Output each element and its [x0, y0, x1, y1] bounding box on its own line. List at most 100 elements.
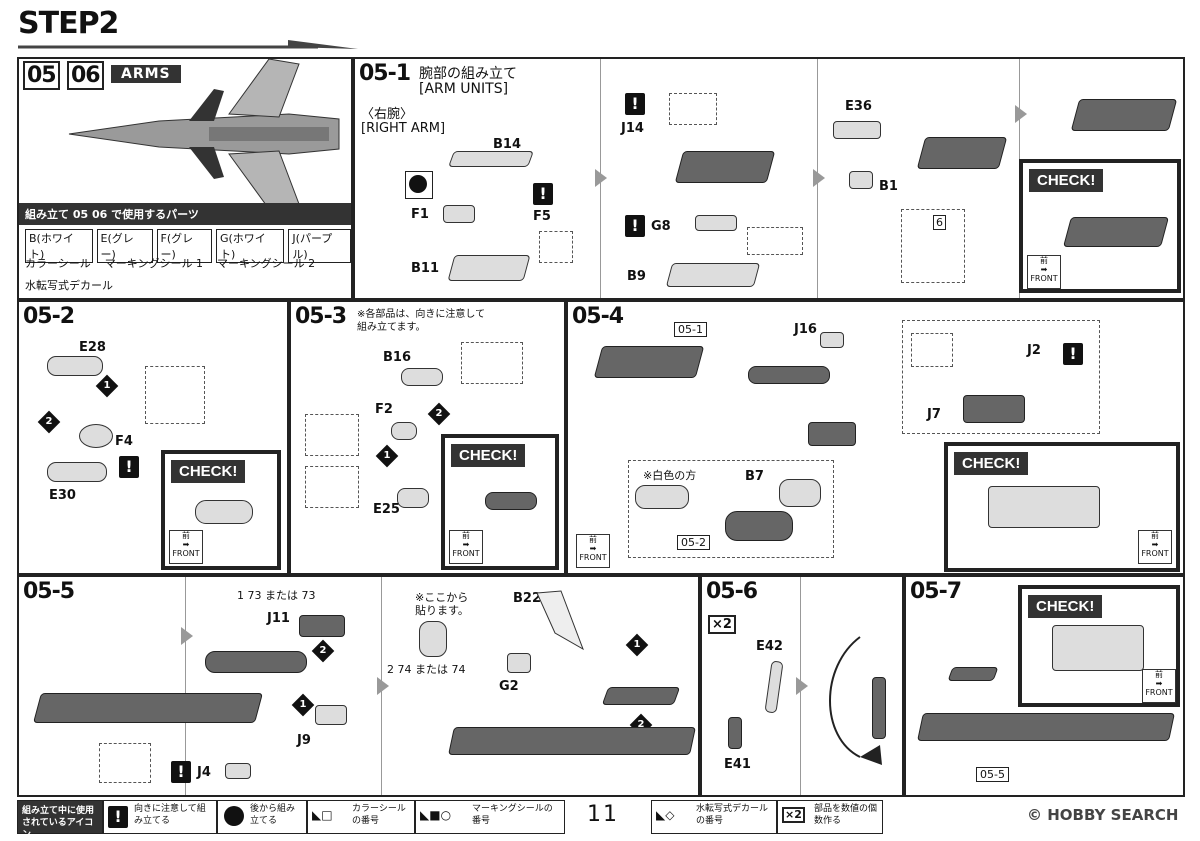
- part-label: E42: [756, 639, 783, 654]
- part-label: B16: [383, 350, 411, 365]
- part-f2: [391, 422, 417, 440]
- step-title-en: [ARM UNITS]: [419, 81, 509, 97]
- part-g8: [695, 215, 737, 231]
- part-tube: [419, 621, 447, 657]
- seal-note: 1 73 または 73: [237, 589, 316, 602]
- legend-text: 後から組み立てる: [250, 804, 296, 826]
- part-label: E36: [845, 99, 872, 114]
- panel-05-2: 05-2 E28 1 2 F4 ! E30 CHECK! 前➡FRONT: [17, 300, 289, 575]
- panel-05-1: 05-1 腕部の組み立て [ARM UNITS] 〈右腕〉 [RIGHT ARM…: [353, 57, 1185, 300]
- step-number: 05-5: [23, 579, 75, 604]
- front-indicator: 前➡FRONT: [1138, 530, 1172, 564]
- check-title: CHECK!: [451, 444, 526, 467]
- rotate-arrow: [829, 636, 882, 765]
- marking-seal-icon: ◣■○: [420, 808, 452, 822]
- step-number: 05-7: [910, 579, 962, 604]
- part-label: F5: [533, 209, 551, 224]
- check-box: CHECK! 前➡FRONT: [1019, 159, 1181, 293]
- panel-05-5: 05-5 1 73 または 73 J11 2 1 J9 ! J4 ※ここから 貼…: [17, 575, 700, 797]
- check-illustration: [1052, 625, 1144, 671]
- front-indicator: 前➡FRONT: [576, 534, 610, 568]
- step-order-1: 1: [291, 693, 315, 717]
- check-illustration: [485, 492, 537, 510]
- panel-05-3: 05-3 ※各部品は、向きに注意して 組み立てます。 B16 2 F2 1 E2…: [289, 300, 566, 575]
- check-title: CHECK!: [954, 452, 1029, 475]
- front-en: FRONT: [172, 549, 200, 558]
- front-en: FRONT: [1141, 549, 1169, 558]
- ref-label: 05-1: [674, 322, 707, 337]
- part-b9: [665, 263, 761, 287]
- detail-box: J2 ! J7: [902, 320, 1100, 434]
- part-e42: [764, 660, 784, 714]
- part-b11: [447, 255, 531, 281]
- part-arm-full: [917, 713, 1175, 741]
- step-number: 05-4: [572, 304, 624, 329]
- part-b22: [536, 590, 584, 651]
- part-hand-base: [808, 422, 856, 446]
- check-title: CHECK!: [1028, 595, 1103, 618]
- part-b7-a: [635, 485, 689, 509]
- quantity-badge: ×2: [708, 615, 736, 634]
- part-b7-b: [779, 479, 821, 507]
- seal-note: 2 74 または 74: [387, 663, 466, 676]
- front-jp: 前: [1040, 256, 1048, 265]
- step-number: 05-3: [295, 304, 347, 329]
- part-chip: J(パープル): [288, 229, 352, 263]
- apply-note: ※ここから 貼ります。: [415, 591, 469, 617]
- divider: [185, 577, 186, 795]
- caution-icon: !: [533, 183, 553, 205]
- front-jp: 前: [1155, 670, 1163, 679]
- panel-05-4: 05-4 05-1 J16 J2 ! J7 ※白色の方 B7 05-2 前➡FR…: [566, 300, 1185, 575]
- check-illustration: [195, 500, 253, 524]
- part-arm-full: [32, 693, 264, 723]
- legend-item: 後から組み立てる: [217, 800, 307, 834]
- part-e30: [47, 462, 107, 482]
- step-number: 06: [67, 61, 104, 90]
- legend-item: ◣■○ マーキングシールの番号: [415, 800, 565, 834]
- legend-text: マーキングシールの番号: [472, 804, 553, 826]
- part-knife: [872, 677, 886, 739]
- decal-number: 6: [933, 215, 946, 230]
- part-j16: [820, 332, 844, 348]
- seal-list: カラーシール マーキングシール 1 マーキングシール 2: [25, 255, 315, 271]
- caution-icon: !: [108, 806, 128, 828]
- part-fin: [601, 687, 681, 705]
- panel-0506: 05 06 ARMS 組み立て 05 06 で使用するパーツ B(ホワイト) E…: [17, 57, 353, 300]
- part-chip: B(ホワイト): [25, 229, 93, 263]
- arms-label: ARMS: [111, 65, 181, 83]
- front-indicator: 前➡FRONT: [1027, 255, 1061, 289]
- step-number: 05-1: [359, 61, 411, 86]
- part-label: J11: [267, 611, 290, 626]
- part-e41: [728, 717, 742, 749]
- front-jp: 前: [1151, 531, 1159, 540]
- step-title-jp: 腕部の組み立て: [419, 66, 517, 82]
- part-label: F2: [375, 402, 393, 417]
- caution-icon: !: [1063, 343, 1083, 365]
- sub-title-en: [RIGHT ARM]: [361, 121, 446, 136]
- front-jp: 前: [182, 531, 190, 540]
- part-b16: [401, 368, 443, 386]
- part-f1: [443, 205, 475, 223]
- flow-arrow: [377, 677, 389, 695]
- part-label: J14: [621, 121, 644, 136]
- part-elbow: [725, 511, 793, 541]
- part-forearm: [205, 651, 307, 673]
- part-arm-assembled: [1070, 99, 1178, 131]
- part-e36: [833, 121, 881, 139]
- part-label: B9: [627, 269, 646, 284]
- check-illustration: [988, 486, 1100, 528]
- front-indicator: 前➡FRONT: [169, 530, 203, 564]
- part-label: E41: [724, 757, 751, 772]
- step-title: STEP2: [18, 6, 119, 41]
- front-en: FRONT: [452, 549, 480, 558]
- part-e28: [47, 356, 103, 376]
- step-order-2: 2: [37, 410, 61, 434]
- check-title: CHECK!: [171, 460, 246, 483]
- seal-label: マーキングシール 1: [104, 257, 203, 270]
- check-box: CHECK! 前➡FRONT: [944, 442, 1180, 572]
- check-box: CHECK! 前➡FRONT: [1018, 585, 1180, 707]
- front-jp: 前: [462, 531, 470, 540]
- part-label: G8: [651, 219, 671, 234]
- part-chip: F(グレー): [156, 229, 212, 263]
